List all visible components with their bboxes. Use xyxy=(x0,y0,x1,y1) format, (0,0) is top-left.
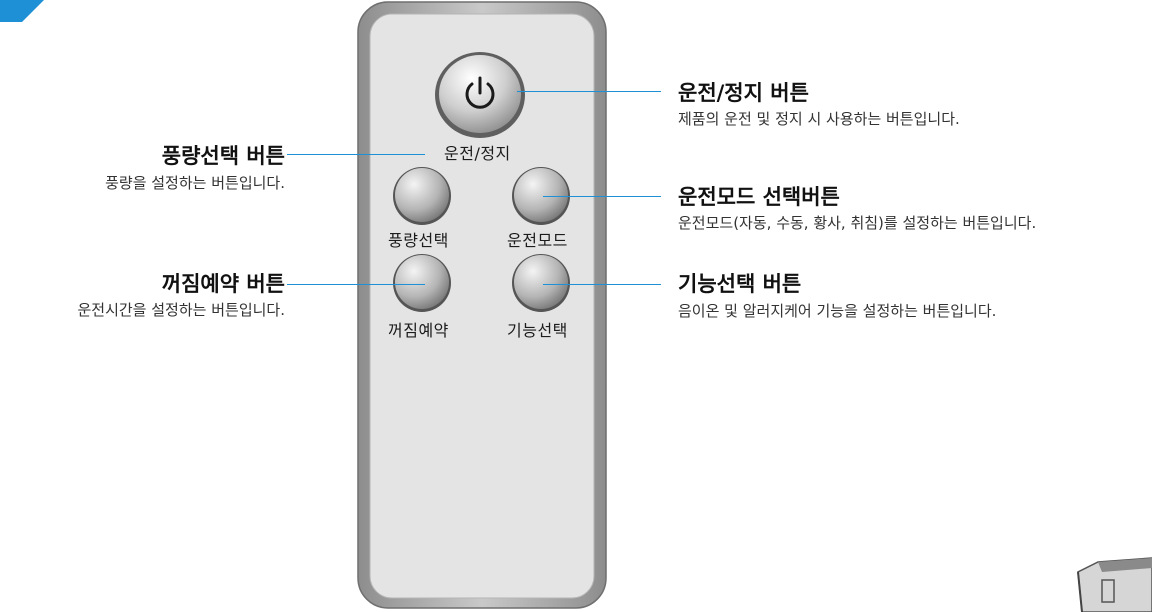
fan-speed-callout-description: 풍량을 설정하는 버튼입니다. xyxy=(105,174,285,192)
corner-accent-shape xyxy=(0,0,44,22)
power-button-label: 운전/정지 xyxy=(444,144,511,163)
off-timer-leader-line xyxy=(287,284,425,285)
mode-callout-description: 운전모드(자동, 수동, 황사, 취침)를 설정하는 버튼입니다. xyxy=(678,214,1037,232)
power-callout-title: 운전/정지 버튼 xyxy=(678,81,809,105)
function-button-label: 기능선택 xyxy=(507,321,568,340)
function-leader-line xyxy=(543,284,661,285)
fan-speed-button-graphic xyxy=(393,167,451,225)
wall-device-icon xyxy=(1077,557,1152,612)
power-icon xyxy=(465,76,495,109)
off-timer-callout-description: 운전시간을 설정하는 버튼입니다. xyxy=(77,301,285,319)
mode-button-label: 운전모드 xyxy=(507,231,568,250)
remote-control-body xyxy=(357,1,607,609)
function-button-graphic xyxy=(512,254,570,312)
fan-speed-button-label: 풍량선택 xyxy=(388,231,449,250)
fan-speed-button[interactable] xyxy=(392,166,452,226)
mode-button[interactable] xyxy=(511,166,571,226)
mode-button-graphic xyxy=(512,167,570,225)
power-leader-line xyxy=(517,91,661,92)
mode-leader-line xyxy=(543,196,661,197)
power-callout-description: 제품의 운전 및 정지 시 사용하는 버튼입니다. xyxy=(678,110,960,128)
fan-speed-leader-line xyxy=(287,154,425,155)
function-callout-description: 음이온 및 알러지케어 기능을 설정하는 버튼입니다. xyxy=(678,302,997,320)
function-button[interactable] xyxy=(511,253,571,313)
off-timer-button-graphic xyxy=(393,254,451,312)
fan-speed-callout-title: 풍량선택 버튼 xyxy=(161,144,285,168)
off-timer-callout-title: 꺼짐예약 버튼 xyxy=(161,272,285,296)
off-timer-button-label: 꺼짐예약 xyxy=(388,321,449,340)
function-callout-title: 기능선택 버튼 xyxy=(678,272,802,296)
mode-callout-title: 운전모드 선택버튼 xyxy=(678,185,840,209)
power-button[interactable] xyxy=(433,50,527,140)
off-timer-button[interactable] xyxy=(392,253,452,313)
